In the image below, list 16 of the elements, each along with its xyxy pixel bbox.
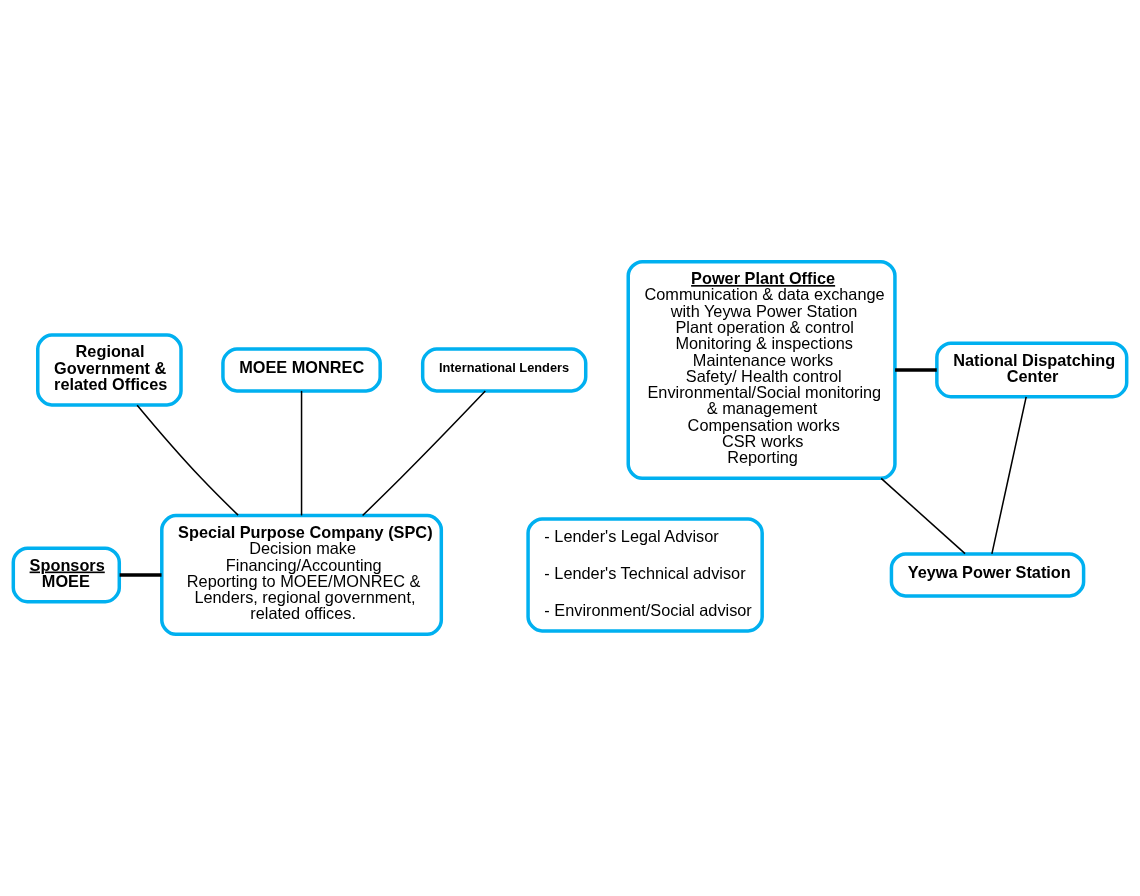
node-box: Power Plant Office Communication & data exchange with Yeywa Power Station Plant operation & control Monitoring & inspections Maintenance works Safety/ Health control Environmental/Social monitoring & management Compensation works CSR works Reporting: [626, 259, 897, 481]
connector: [991, 396, 1027, 555]
node-box: Sponsors MOEE: [11, 546, 122, 604]
node-box: Regional Government & related Offices: [36, 333, 183, 407]
node-box: National Dispatching Center: [935, 341, 1129, 399]
node-box: MOEE MONREC: [221, 347, 382, 393]
connector: [361, 390, 487, 517]
node-box: - Lender's Legal Advisor - Lender's Technical advisor - Environment/Social advisor: [526, 517, 764, 633]
node-box: International Lenders: [420, 347, 588, 393]
node-box: Special Purpose Company (SPC) Decision make Financing/Accounting Reporting to MOEE/MONREC & Lenders, regional government, related offices.: [160, 513, 444, 637]
connector: [880, 477, 966, 555]
connector: [895, 368, 937, 372]
node-box: Yeywa Power Station: [889, 552, 1086, 598]
connector: [300, 390, 303, 517]
connector: [119, 573, 162, 577]
connector: [136, 404, 239, 516]
